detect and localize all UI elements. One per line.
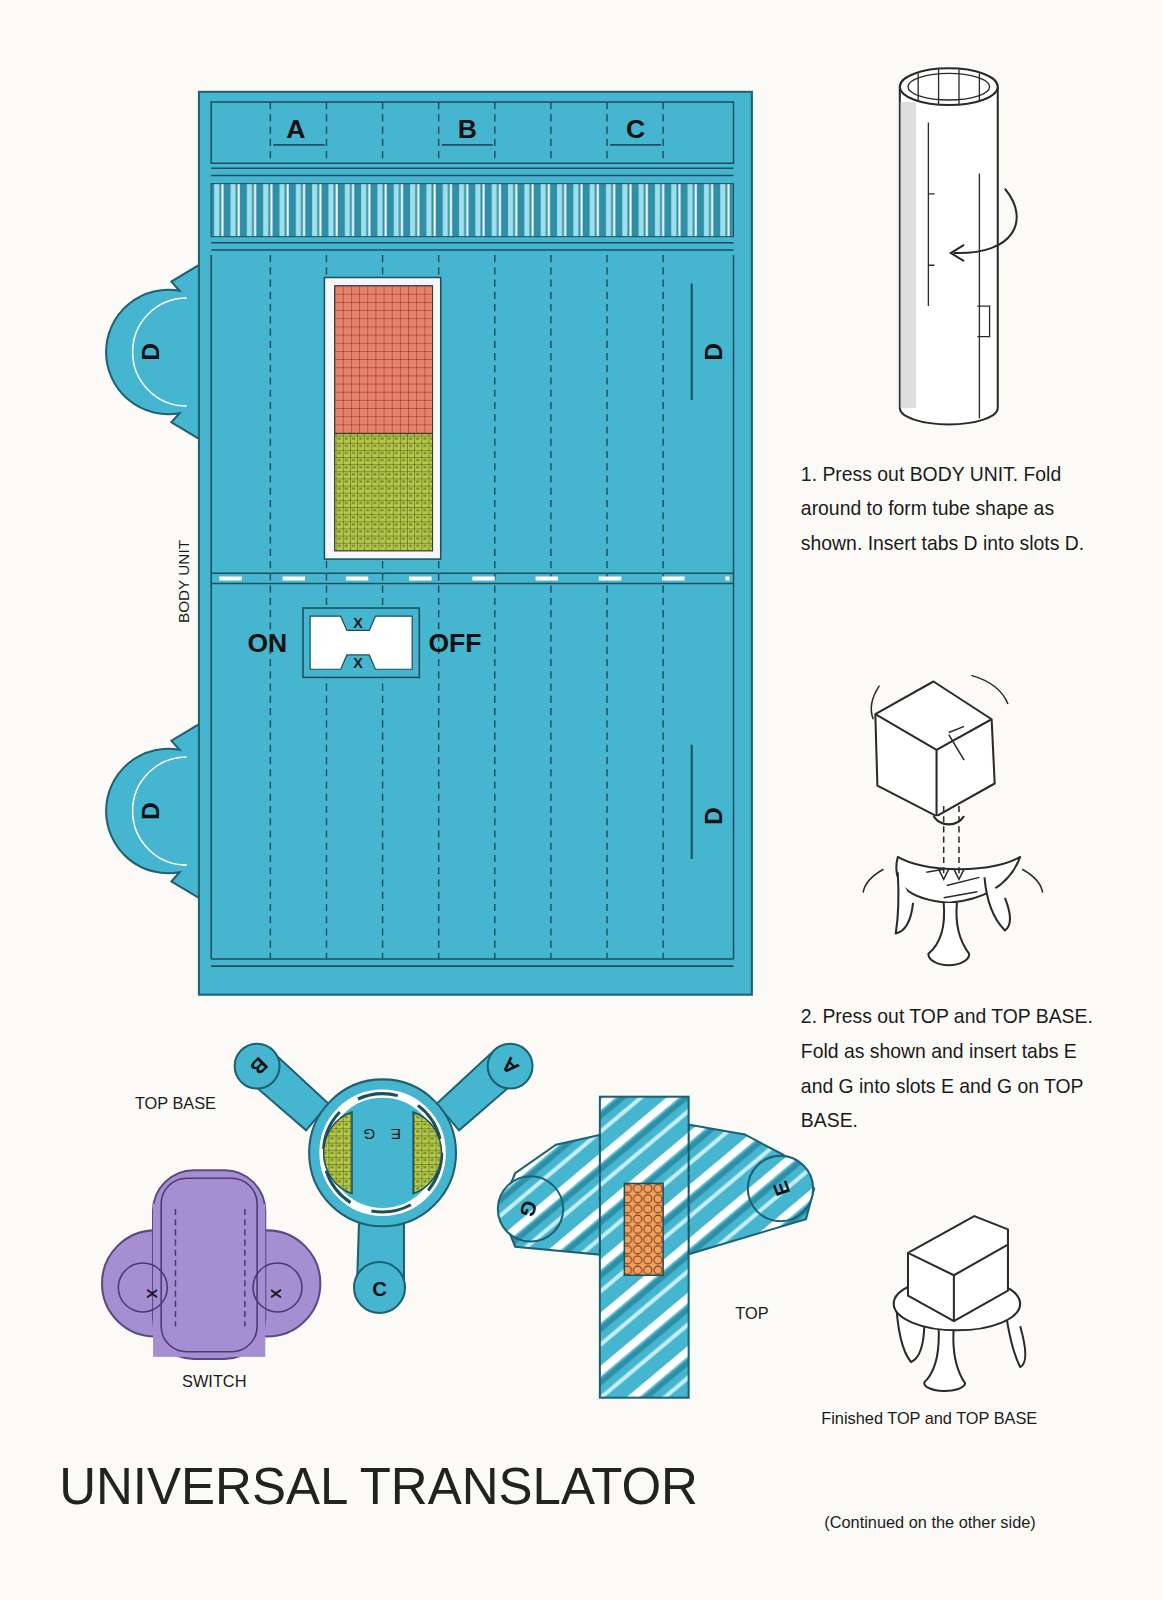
instruction-text: 2. Press out TOP and TOP BASE. Fold as s… [801, 1000, 1107, 1139]
page-title: UNIVERSAL TRANSLATOR [59, 1457, 698, 1516]
part-name: TOP BASE [135, 1096, 216, 1112]
switch-label: ON [247, 629, 287, 656]
cutout-piece: TOP G E [490, 1087, 827, 1403]
cutout-piece: BODY UNIT A B C D D D D ON X X OFF [102, 87, 760, 1000]
slot-letter: B [458, 115, 477, 142]
cutout-piece: TOP BASE B A C G E [122, 1041, 540, 1316]
tab-letter: E [770, 1179, 794, 1199]
part-name: BODY UNIT [176, 540, 191, 623]
slot-letter: C [626, 115, 645, 142]
mark-letter: X [268, 1289, 283, 1299]
tab-letter: G [516, 1198, 541, 1220]
part-name: TOP [735, 1306, 768, 1322]
switch-label: OFF [428, 629, 481, 656]
part-name: SWITCH [182, 1374, 246, 1390]
figure-caption: Finished TOP and TOP BASE [821, 1409, 1037, 1429]
slot-letter: D [702, 343, 726, 361]
instruction-text: 1. Press out BODY UNIT. Fold around to f… [801, 457, 1107, 561]
footer-note: (Continued on the other side) [824, 1513, 1035, 1533]
tab-letter: A [498, 1054, 523, 1079]
slot-letter: A [286, 115, 305, 142]
mark-letter: X [353, 656, 363, 670]
cutout-piece: SWITCH X X [94, 1163, 327, 1400]
slot-letter: E [391, 1127, 401, 1142]
tab-letter: D [139, 802, 163, 820]
tab-letter: D [139, 343, 163, 361]
mark-letter: X [353, 616, 363, 630]
slot-letter: D [702, 807, 726, 825]
tab-letter: C [372, 1278, 387, 1298]
slot-letter: G [363, 1127, 375, 1142]
mark-letter: X [145, 1289, 160, 1299]
tab-letter: B [247, 1054, 272, 1079]
